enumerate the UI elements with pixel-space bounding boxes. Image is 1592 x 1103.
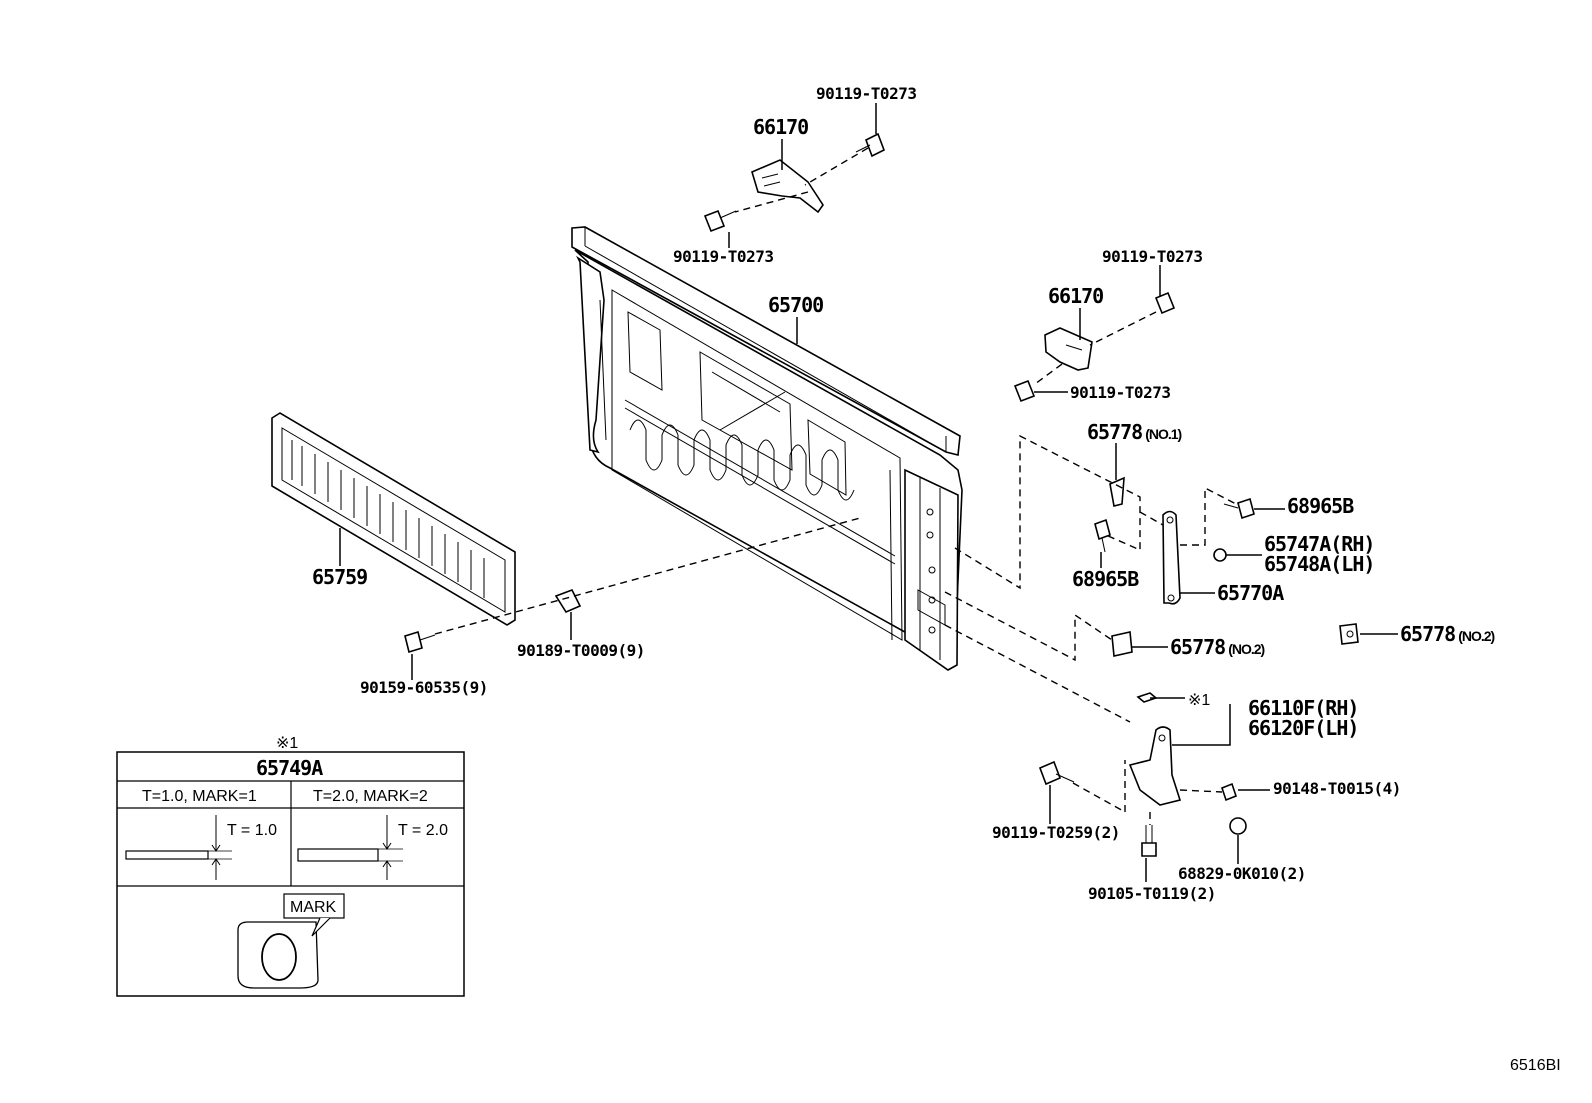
shim-table-col1-header: T=1.0, MARK=1: [142, 788, 257, 805]
label-part-68829: 68829-0K010(2): [1178, 864, 1306, 883]
label-stopper-no2: 65778(NO.2): [1170, 635, 1265, 659]
label-bolt-top-lower: 90119-T0273: [673, 247, 773, 266]
label-stopper-no2b: 65778(NO.2): [1400, 622, 1495, 646]
figure-code: 6516BI: [1510, 1057, 1561, 1074]
shim-table-col2-dim: T = 2.0: [398, 822, 448, 839]
label-bolt-top: 90119-T0273: [816, 84, 916, 103]
label-tailgate-panel: 65700: [768, 293, 823, 317]
tailgate-panel: [571, 226, 963, 671]
lower-hinge: [1038, 692, 1247, 857]
right-side-parts: [944, 434, 1359, 723]
inner-cover: [271, 412, 516, 626]
clip-screw: [404, 517, 861, 654]
part-labels: 90119-T0273 66170 90119-T0273 90119-T027…: [312, 84, 1496, 903]
label-clip: 90189-T0009(9): [517, 641, 645, 660]
shim-table-col2-header: T=2.0, MARK=2: [313, 788, 428, 805]
label-stopper-no1: 65778(NO.1): [1087, 420, 1182, 444]
label-hinge-top: 66170: [753, 115, 808, 139]
hinge-bracket-top: [703, 132, 886, 233]
label-cable-lh: 65748A(LH): [1264, 552, 1374, 576]
label-screw: 90159-60535(9): [360, 678, 488, 697]
mark-label: MARK: [290, 899, 337, 916]
label-inner-cover: 65759: [312, 565, 367, 589]
leader-lines: [339, 103, 1398, 882]
label-cable-rh: 65747A(RH): [1264, 532, 1374, 556]
label-bolt-68965b-top: 68965B: [1287, 494, 1354, 518]
label-bolt-right-lower: 90119-T0273: [1070, 383, 1170, 402]
label-hinge-right: 66170: [1048, 284, 1103, 308]
shim-table-note: ※1: [276, 735, 298, 752]
shim-table: ※1 65749A T=1.0, MARK=1 T=2.0, MARK=2 T …: [116, 735, 465, 997]
label-bolt-90105: 90105-T0119(2): [1088, 884, 1216, 903]
label-bolt-68965b-left: 68965B: [1072, 567, 1139, 591]
shim-table-title: 65749A: [256, 756, 323, 780]
label-note-mark: ※1: [1188, 692, 1210, 709]
shim-table-col1-dim: T = 1.0: [227, 822, 277, 839]
mark-callout-box: [283, 893, 345, 919]
label-bolt-right-upper: 90119-T0273: [1102, 247, 1202, 266]
hinge-bracket-right: [1013, 291, 1176, 403]
label-cable-65770a: 65770A: [1217, 581, 1284, 605]
label-bolt-90119-t0259: 90119-T0259(2): [992, 823, 1120, 842]
label-bolt-90148: 90148-T0015(4): [1273, 779, 1401, 798]
label-hinge-lh: 66120F(LH): [1248, 716, 1358, 740]
label-hinge-rh: 66110F(RH): [1248, 696, 1358, 720]
